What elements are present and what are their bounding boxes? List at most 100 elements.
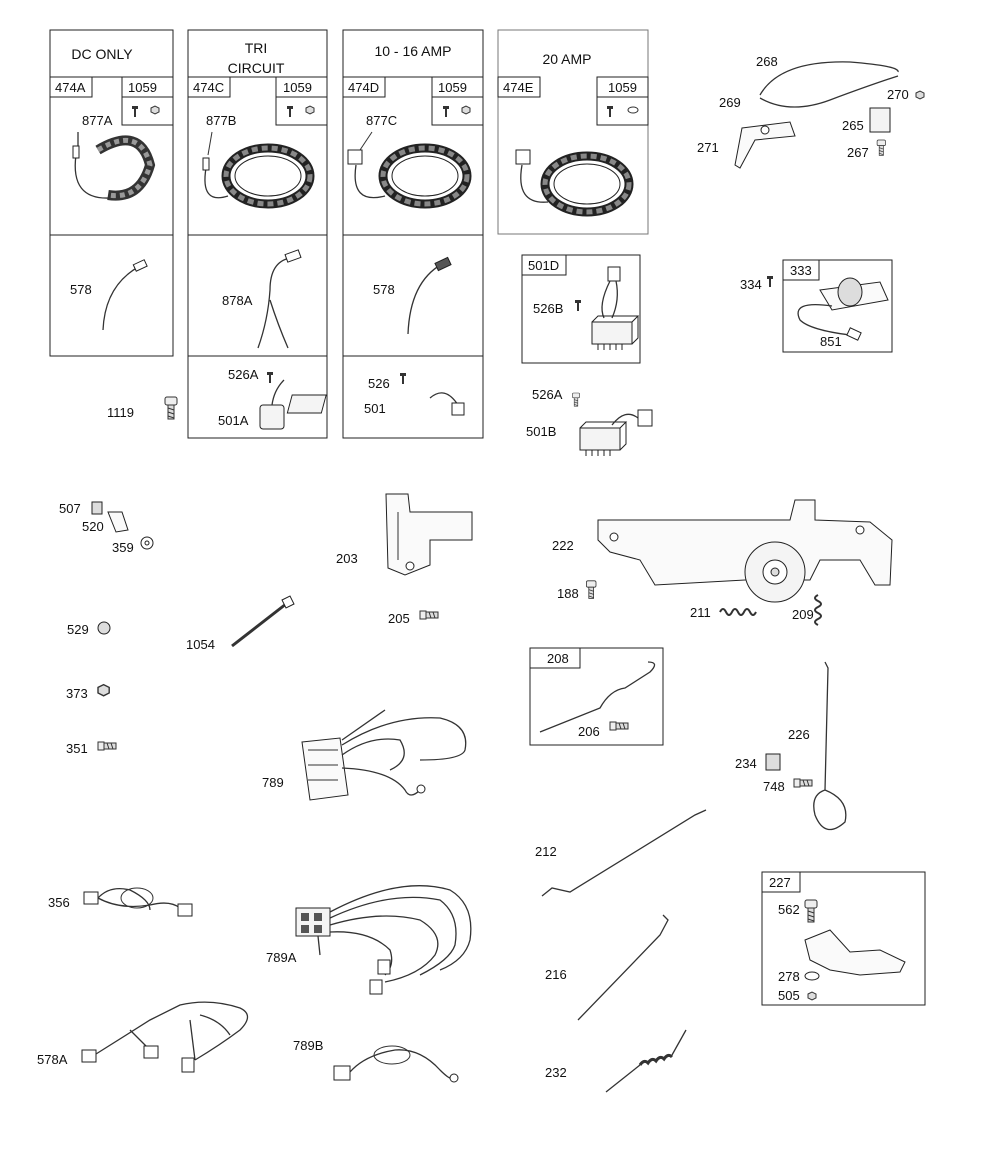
part-label-526b: 526B — [533, 301, 563, 316]
part-label-526a: 526A — [228, 367, 259, 382]
part-label-334: 334 — [740, 277, 762, 292]
part-label-878a: 878A — [222, 293, 253, 308]
part-label-529: 529 — [67, 622, 89, 637]
part-label-222: 222 — [552, 538, 574, 553]
hw-kit-number: 1059 — [283, 80, 312, 95]
screw-icon — [572, 392, 580, 407]
part-label-265: 265 — [842, 118, 864, 133]
part-label-578: 578 — [70, 282, 92, 297]
part-label-501: 501 — [364, 401, 386, 416]
part-label-789a: 789A — [266, 950, 297, 965]
kit-227-throttle-bracket: 227 562 278 505 — [761, 871, 926, 1006]
part-label-877a: 877A — [82, 113, 113, 128]
kit-number-227: 227 — [769, 875, 791, 890]
part-label-267: 267 — [847, 145, 869, 160]
regulator-501b: 526A 501B — [526, 387, 653, 457]
kit-title-tri: TRI — [245, 40, 268, 56]
screw-icon — [876, 139, 886, 156]
nut-icon — [97, 683, 110, 697]
nut-icon — [305, 105, 315, 115]
part-label-270: 270 — [887, 87, 909, 102]
screw-icon — [793, 778, 813, 788]
part-label-234: 234 — [735, 756, 757, 771]
screw-icon — [266, 371, 274, 384]
hw-kit-number: 1059 — [128, 80, 157, 95]
part-label-278: 278 — [778, 969, 800, 984]
part-label-877b: 877B — [206, 113, 236, 128]
nut-icon — [150, 105, 160, 115]
screw-icon — [766, 275, 774, 288]
kit-number-474d: 474D — [348, 80, 379, 95]
part-label-789b: 789B — [293, 1038, 323, 1053]
screw-icon — [419, 610, 439, 620]
screw-icon — [804, 899, 818, 923]
part-label-216: 216 — [545, 967, 567, 982]
part-label-232: 232 — [545, 1065, 567, 1080]
nut-icon — [461, 105, 471, 115]
part-label-851: 851 — [820, 334, 842, 349]
part-label-268: 268 — [756, 54, 778, 69]
kit-474a-stator-dc-only: DC ONLY 474A 1059 877A 578 — [49, 29, 174, 357]
hw-kit-number: 1059 — [438, 80, 467, 95]
part-label-271: 271 — [697, 140, 719, 155]
screw-icon — [586, 580, 597, 599]
part-label-226: 226 — [788, 727, 810, 742]
part-label-748: 748 — [763, 779, 785, 794]
control-bracket-222: 222 188 211 209 — [552, 499, 893, 626]
kit-474c-stator-tri-circuit: TRI CIRCUIT 474C 1059 877B 878A 526A 501… — [187, 29, 328, 439]
kit-501d-regulator: 501D 526B — [521, 254, 641, 364]
part-label-269: 269 — [719, 95, 741, 110]
part-label-789: 789 — [262, 775, 284, 790]
part-label-877c: 877C — [366, 113, 397, 128]
kit-title-10-16-amp: 10 - 16 AMP — [374, 43, 451, 59]
kit-title-20-amp: 20 AMP — [542, 51, 591, 67]
part-label-205: 205 — [388, 611, 410, 626]
part-label-1119: 1119 — [107, 405, 134, 420]
part-label-356: 356 — [48, 895, 70, 910]
bolt-icon — [164, 396, 178, 420]
small-hardware-group: 507 520 359 529 373 351 1054 — [59, 501, 295, 756]
throttle-cable-group: 268 269 270 271 265 267 — [697, 54, 925, 169]
part-label-562: 562 — [778, 902, 800, 917]
harness-578a: 578A — [37, 1001, 249, 1073]
part-label-507: 507 — [59, 501, 81, 516]
screw-icon — [399, 372, 407, 385]
regulator-icon — [579, 421, 627, 457]
kit-title-circuit: CIRCUIT — [228, 60, 285, 76]
screw-icon — [286, 105, 294, 118]
part-label-526: 526 — [368, 376, 390, 391]
kit-number-474e: 474E — [503, 80, 534, 95]
part-label-526a: 526A — [532, 387, 563, 402]
stator-icon — [383, 148, 467, 204]
part-label-501a: 501A — [218, 413, 249, 428]
part-label-359: 359 — [112, 540, 134, 555]
kit-title-dc-only: DC ONLY — [71, 46, 133, 62]
part-label-211: 211 — [690, 605, 711, 620]
part-label-188: 188 — [557, 586, 579, 601]
kit-474d-stator-10-16-amp: 10 - 16 AMP 474D 1059 877C 578 526 501 — [286, 29, 484, 439]
governor-rod-226: 226 234 748 — [735, 661, 847, 831]
part-label-578: 578 — [373, 282, 395, 297]
stator-icon — [226, 148, 310, 204]
screw-icon — [442, 105, 450, 118]
nut-icon — [807, 991, 817, 1001]
kit-number-474a: 474A — [55, 80, 86, 95]
nut-icon — [915, 90, 925, 100]
kit-number-208: 208 — [547, 651, 569, 666]
part-label-578a: 578A — [37, 1052, 68, 1067]
part-label-206: 206 — [578, 724, 600, 739]
rods-and-spring: 212 216 232 — [535, 809, 707, 1093]
kit-208-governor-link: 208 206 — [529, 647, 664, 746]
kit-number-474c: 474C — [193, 80, 224, 95]
harness-789b: 789B — [293, 1038, 459, 1083]
part-label-1054: 1054 — [186, 637, 215, 652]
part-label-351: 351 — [66, 741, 88, 756]
bracket-203: 203 205 — [336, 493, 473, 626]
part-label-505: 505 — [778, 988, 800, 1003]
kit-number-333: 333 — [790, 263, 812, 278]
harness-356: 356 — [48, 887, 193, 917]
stator-icon — [545, 156, 629, 212]
harness-789a: 789A — [266, 885, 472, 995]
wiring-harness-789: 789 — [262, 709, 467, 801]
regulator-icon — [591, 315, 639, 351]
